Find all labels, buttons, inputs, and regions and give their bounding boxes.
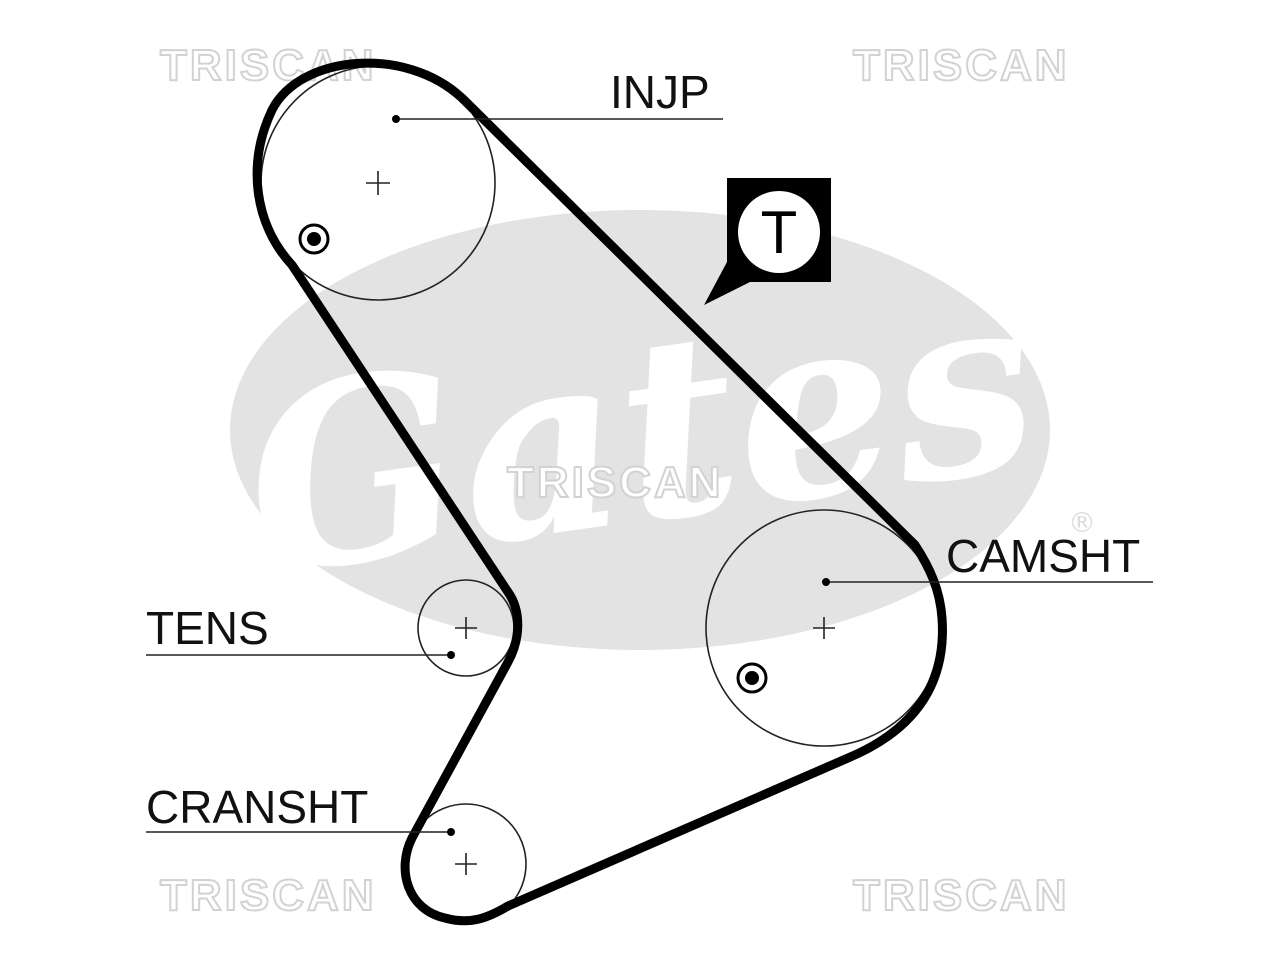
crankshaft-center-mark	[455, 853, 477, 875]
timing-belt	[252, 58, 947, 926]
tensioner-leader	[146, 651, 455, 659]
crankshaft-leader	[146, 828, 455, 836]
tensioner-callout-symbol: T	[761, 199, 798, 266]
gates-registered-mark: ®	[1068, 506, 1096, 539]
injection-pump-center-mark	[366, 171, 390, 195]
label-crankshaft: CRANSHT	[146, 781, 368, 833]
camshaft-center-mark	[813, 617, 835, 639]
gates-logo-ellipse	[230, 210, 1050, 650]
label-injection-pump: INJP	[610, 66, 710, 118]
tensioner-center-mark	[455, 617, 477, 639]
label-camshaft: CAMSHT	[946, 530, 1140, 582]
injection-pump-leader	[392, 115, 723, 123]
injection-pump-timing-mark	[298, 223, 330, 255]
tensioner-callout-circle	[738, 191, 820, 273]
camshaft-leader	[822, 578, 1153, 586]
label-tensioner: TENS	[146, 602, 269, 654]
triscan-watermark-bottom-right: TRISCAN	[853, 871, 1070, 920]
camshaft-timing-mark	[736, 662, 768, 694]
gates-logo-watermark: Gates ®	[228, 210, 1096, 650]
tensioner-callout: T	[704, 178, 831, 305]
triscan-watermark-top-right: TRISCAN	[853, 41, 1070, 90]
triscan-watermark-bottom-left: TRISCAN	[160, 871, 377, 920]
triscan-watermark-center: TRISCAN	[507, 458, 724, 507]
